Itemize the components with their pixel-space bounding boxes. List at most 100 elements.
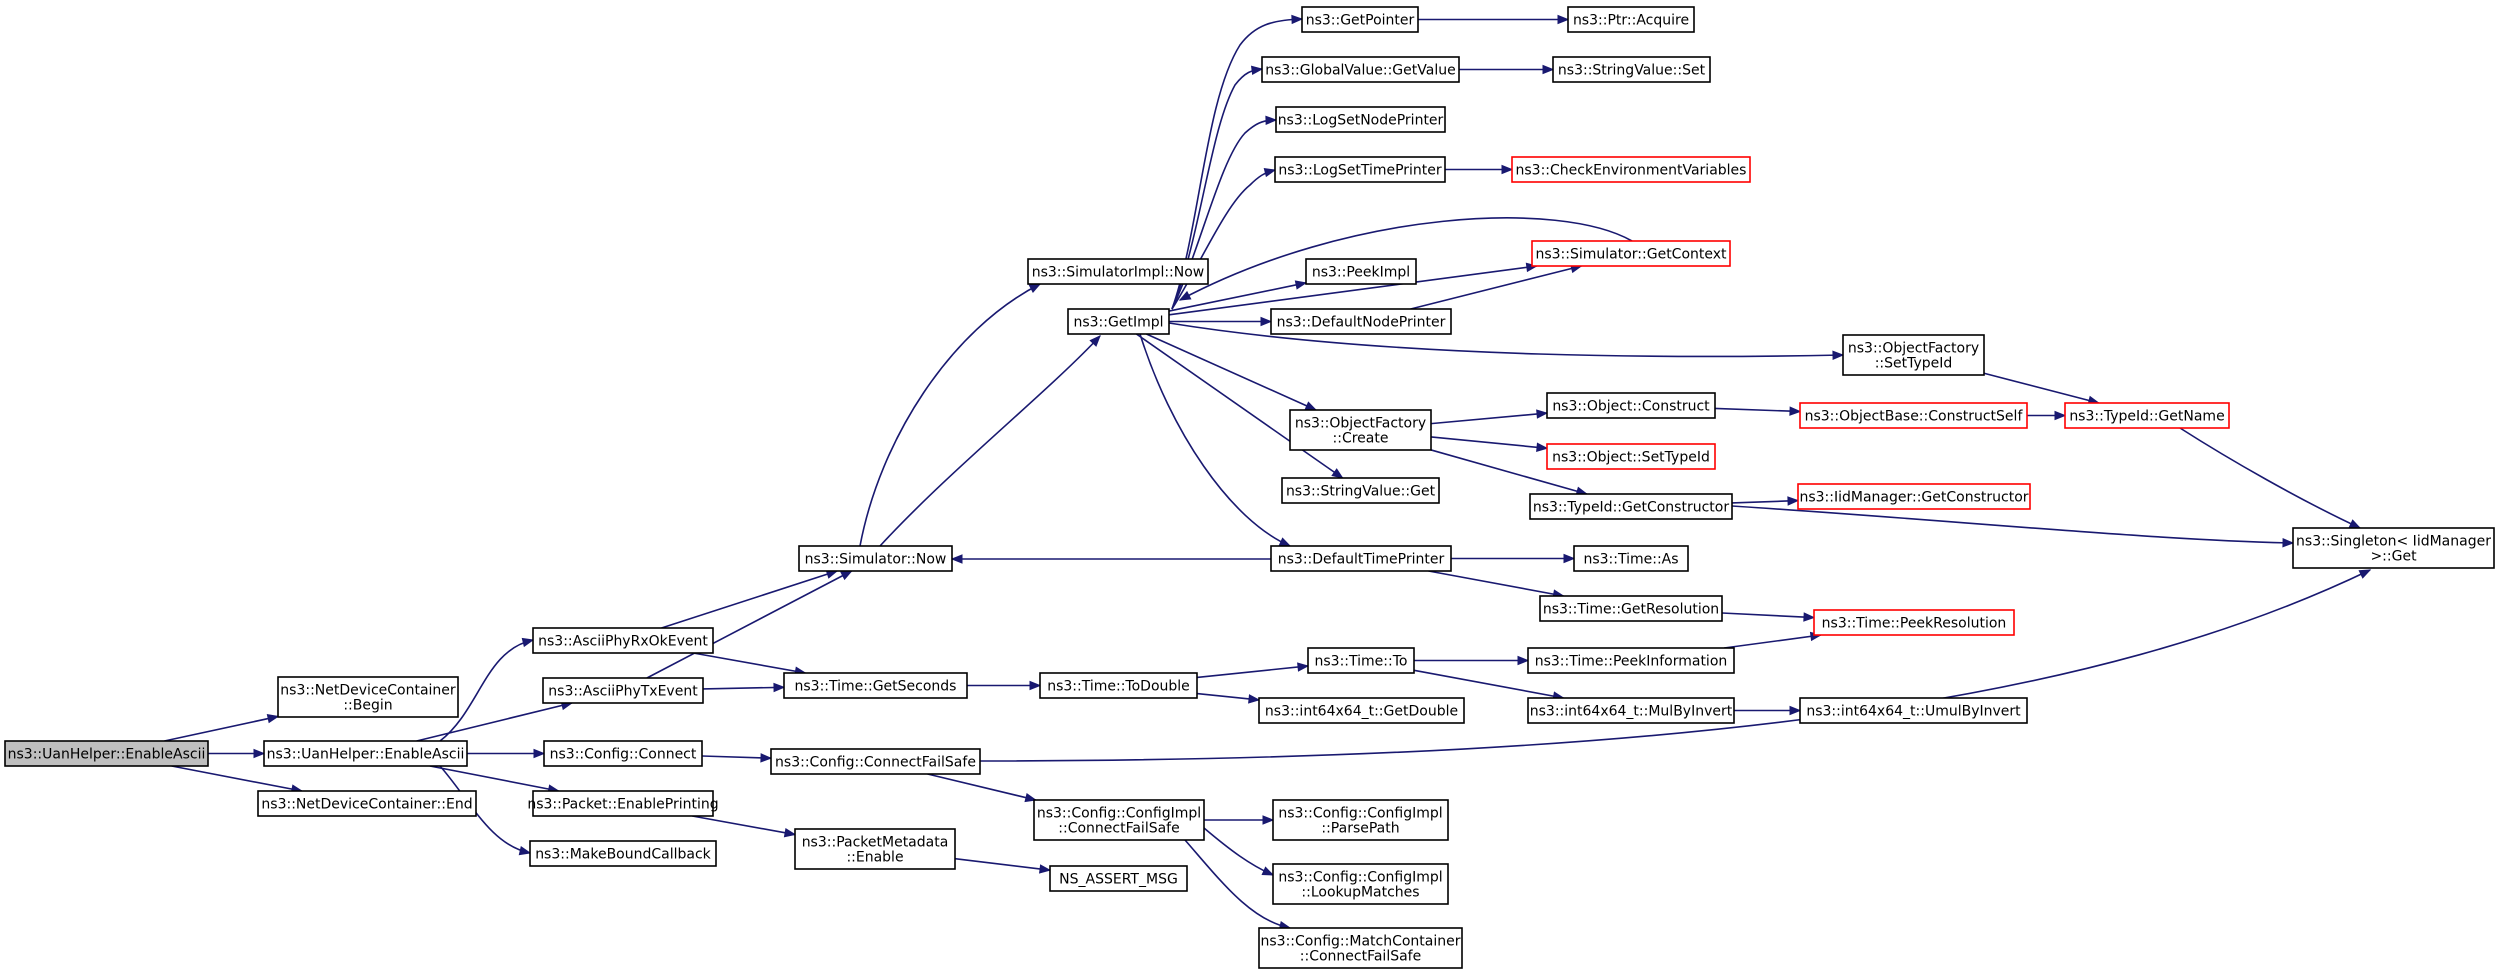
node-ns-assert[interactable]: NS_ASSERT_MSG (1049, 865, 1188, 892)
node-gv-getvalue[interactable]: ns3::GlobalValue::GetValue (1261, 56, 1460, 83)
node-singleton-get[interactable]: ns3::Singleton< IidManager >::Get (2292, 527, 2495, 569)
edge-arrowhead (1557, 14, 1570, 25)
edge-line (1983, 372, 2099, 404)
call-edge-time_getres-to-time_peekres (1721, 612, 1815, 619)
edge-line (1721, 612, 1815, 619)
edge-arrowhead (840, 570, 853, 581)
node-ndc-begin[interactable]: ns3::NetDeviceContainer::Begin (277, 676, 459, 718)
call-edge-getimpl-to-gv_getvalue (1171, 68, 1263, 310)
node-iidmgr-getctor[interactable]: ns3::IidManager::GetConstructor (1797, 483, 2031, 510)
node-time-peekinfo[interactable]: ns3::Time::PeekInformation (1527, 647, 1735, 674)
call-edge-rxok-to-sim_now (661, 570, 838, 629)
node-cfg-cfs[interactable]: ns3::Config::ConnectFailSafe (770, 748, 981, 775)
node-label: ns3::TypeId::GetConstructor (1533, 500, 1729, 516)
call-edge-typeid_getname-to-singleton_get (2179, 427, 2361, 529)
edge-arrowhead (1536, 442, 1549, 452)
node-box (277, 676, 459, 718)
node-txev[interactable]: ns3::AsciiPhyTxEvent (542, 677, 704, 704)
node-cfgimpl-cfs[interactable]: ns3::Config::ConfigImpl::ConnectFailSafe (1033, 799, 1205, 841)
node-box (2292, 527, 2495, 569)
edge-line (1168, 322, 1844, 358)
node-box (1272, 863, 1449, 905)
call-edge-typeid_getctor-to-singleton_get (1731, 505, 2294, 544)
node-time-peekres[interactable]: ns3::Time::PeekResolution (1813, 609, 2015, 636)
node-label: ::ConnectFailSafe (1058, 821, 1179, 837)
node-check-env[interactable]: ns3::CheckEnvironmentVariables (1511, 156, 1751, 183)
node-box (1033, 799, 1205, 841)
node-label: ns3::Config::ConfigImpl (1278, 870, 1442, 886)
node-label: ns3::CheckEnvironmentVariables (1516, 163, 1747, 179)
call-edge-time_peekinfo-to-time_peekres (1723, 634, 1822, 649)
node-label: ns3::Time::To (1315, 654, 1408, 670)
node-time-getsec[interactable]: ns3::Time::GetSeconds (783, 672, 968, 699)
node-label: ns3::Time::GetSeconds (795, 679, 957, 695)
node-peekimpl[interactable]: ns3::PeekImpl (1305, 258, 1417, 285)
node-def-timeprinter[interactable]: ns3::DefaultTimePrinter (1270, 545, 1452, 572)
node-label: ::ParsePath (1321, 821, 1399, 837)
node-ndc-end[interactable]: ns3::NetDeviceContainer::End (257, 790, 477, 817)
node-mkbound[interactable]: ns3::MakeBoundCallback (529, 840, 717, 867)
node-label: ns3::StringValue::Get (1286, 484, 1436, 500)
node-label: ns3::Packet::EnablePrinting (527, 797, 718, 813)
node-sim-now[interactable]: ns3::Simulator::Now (798, 545, 953, 572)
edge-arrowhead (2282, 538, 2295, 548)
node-int64-getdouble[interactable]: ns3::int64x64_t::GetDouble (1258, 697, 1465, 724)
edge-arrowhead (1265, 115, 1278, 126)
edge-arrowhead (1789, 705, 1802, 716)
node-obj-construct[interactable]: ns3::Object::Construct (1546, 392, 1716, 419)
node-box (1281, 477, 1440, 504)
node-pkt-print[interactable]: ns3::Packet::EnablePrinting (527, 790, 719, 817)
call-edge-sim_now-to-simimpl_now (859, 283, 1041, 547)
node-simimpl-now[interactable]: ns3::SimulatorImpl::Now (1027, 258, 1209, 285)
edge-arrowhead (1029, 680, 1042, 691)
node-sv-get[interactable]: ns3::StringValue::Get (1281, 477, 1440, 504)
edge-line (692, 652, 806, 674)
node-time-to[interactable]: ns3::Time::To (1307, 647, 1415, 674)
node-pktmeta[interactable]: ns3::PacketMetadata::Enable (794, 828, 956, 870)
node-obj-settypeid[interactable]: ns3::Object::SetTypeId (1546, 443, 1716, 470)
node-getimpl[interactable]: ns3::GetImpl (1067, 308, 1170, 335)
node-objbase-cs[interactable]: ns3::ObjectBase::ConstructSelf (1799, 402, 2028, 429)
node-label: ns3::Time::PeekInformation (1535, 654, 1728, 670)
edge-line (702, 686, 785, 690)
node-label: ns3::Time::As (1583, 552, 1678, 568)
node-cfgimpl-parse[interactable]: ns3::Config::ConfigImpl::ParsePath (1272, 799, 1449, 841)
edge-arrowhead (1250, 65, 1264, 76)
node-int64-mulbyinv[interactable]: ns3::int64x64_t::MulByInvert (1527, 697, 1735, 724)
node-sv-set[interactable]: ns3::StringValue::Set (1552, 56, 1711, 83)
edge-line (1203, 827, 1274, 876)
call-edge-cfg_connect-to-cfg_cfs (701, 755, 772, 759)
edge-line (1731, 505, 2294, 544)
edge-line (1413, 669, 1564, 699)
node-rxok[interactable]: ns3::AsciiPhyRxOkEvent (532, 627, 714, 654)
node-box (1546, 443, 1716, 470)
node-int64-umulbyinv[interactable]: ns3::int64x64_t::UmulByInvert (1799, 697, 2028, 724)
node-time-getres[interactable]: ns3::Time::GetResolution (1539, 595, 1723, 622)
node-label: ns3::int64x64_t::GetDouble (1265, 704, 1458, 720)
node-root[interactable]: ns3::UanHelper::EnableAscii (4, 740, 209, 767)
node-cfg-connect[interactable]: ns3::Config::Connect (543, 740, 703, 767)
node-sim-getcontext[interactable]: ns3::Simulator::GetContext (1531, 240, 1731, 267)
node-time-as[interactable]: ns3::Time::As (1573, 545, 1689, 572)
node-getpointer[interactable]: ns3::GetPointer (1301, 6, 1419, 33)
node-typeid-getctor[interactable]: ns3::TypeId::GetConstructor (1529, 493, 1733, 520)
node-label: ns3::int64x64_t::UmulByInvert (1806, 704, 2021, 720)
node-of-create[interactable]: ns3::ObjectFactory::Create (1289, 409, 1432, 451)
call-edge-root-to-ndc_end (171, 765, 303, 792)
edge-line (701, 755, 772, 759)
node-helper-ascii[interactable]: ns3::UanHelper::EnableAscii (263, 740, 468, 767)
node-log-nodeprinter[interactable]: ns3::LogSetNodePrinter (1275, 106, 1446, 133)
call-edge-cfg_cfs-to-cfgimpl_cfs (927, 773, 1036, 801)
node-of-settypeid[interactable]: ns3::ObjectFactory::SetTypeId (1842, 334, 1985, 376)
node-label: ns3::ObjectBase::ConstructSelf (1805, 409, 2024, 425)
node-log-timeprinter[interactable]: ns3::LogSetTimePrinter (1274, 156, 1446, 183)
node-cfgimpl-lookup[interactable]: ns3::Config::ConfigImpl::LookupMatches (1272, 863, 1449, 905)
edge-line (171, 765, 303, 792)
edge-line (1410, 265, 1582, 310)
node-matchcont-cfs[interactable]: ns3::Config::MatchContainer::ConnectFail… (1258, 927, 1463, 969)
node-typeid-getname[interactable]: ns3::TypeId::GetName (2064, 402, 2230, 429)
edge-arrowhead (1263, 167, 1277, 178)
node-def-nodeprinter[interactable]: ns3::DefaultNodePrinter (1270, 308, 1452, 335)
node-ptr-acquire[interactable]: ns3::Ptr::Acquire (1567, 6, 1695, 33)
node-time-todouble[interactable]: ns3::Time::ToDouble (1039, 672, 1198, 699)
